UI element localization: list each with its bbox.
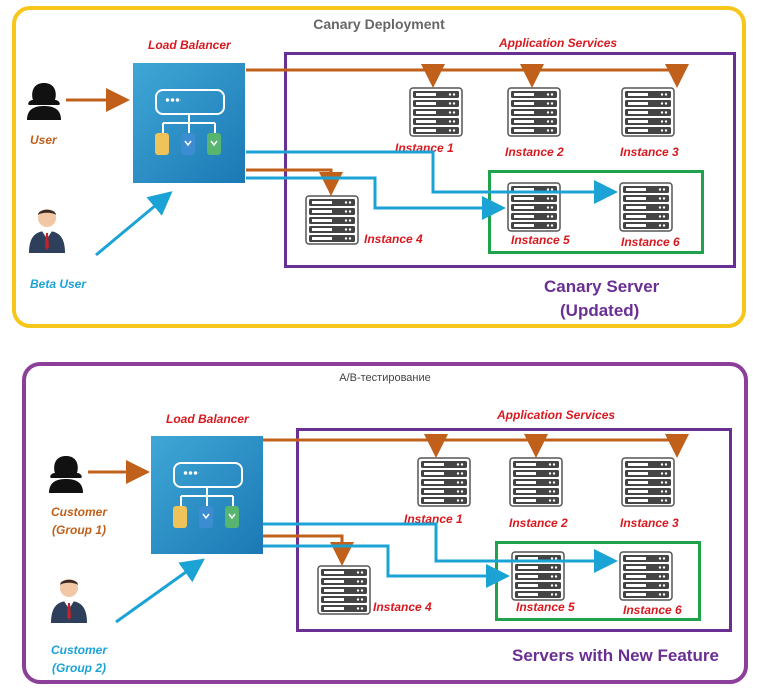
instance-label: Instance 4: [364, 232, 423, 246]
instance-label: Instance 6: [623, 603, 682, 617]
instance-label: Instance 5: [516, 600, 575, 614]
load-balancer-icon: [133, 63, 245, 183]
new-feature-caption: Servers with New Feature: [512, 646, 719, 665]
panel-title: A/B-тестирование: [339, 372, 431, 384]
panel-title: Canary Deployment: [313, 16, 445, 32]
ab-testing-panel: A/B-тестирование: [22, 362, 748, 684]
customer-group2-label: Customer(Group 2): [51, 643, 108, 675]
user-label: User: [30, 133, 57, 147]
instance-label: Instance 1: [395, 141, 454, 155]
load-balancer-icon: [151, 436, 263, 554]
instance-label: Instance 3: [620, 145, 679, 159]
instance-label: Instance 2: [505, 145, 564, 159]
application-services-label: Application Services: [499, 36, 618, 50]
instance-label: Instance 2: [509, 516, 568, 530]
instance-label: Instance 5: [511, 233, 570, 247]
load-balancer-label: Load Balancer: [166, 412, 249, 426]
application-services-label: Application Services: [497, 408, 616, 422]
instance-label: Instance 4: [373, 600, 432, 614]
canary-caption-line1: Canary Server: [544, 277, 660, 296]
load-balancer-label: Load Balancer: [148, 38, 231, 52]
instance-label: Instance 6: [621, 235, 680, 249]
canary-deployment-panel: Canary Deployment: [12, 6, 746, 328]
canary-caption-line2: (Updated): [560, 301, 640, 320]
customer-group1-label: Customer(Group 1): [51, 505, 108, 537]
instance-label: Instance 3: [620, 516, 679, 530]
beta-user-label: Beta User: [30, 277, 87, 291]
instance-label: Instance 1: [404, 512, 463, 526]
